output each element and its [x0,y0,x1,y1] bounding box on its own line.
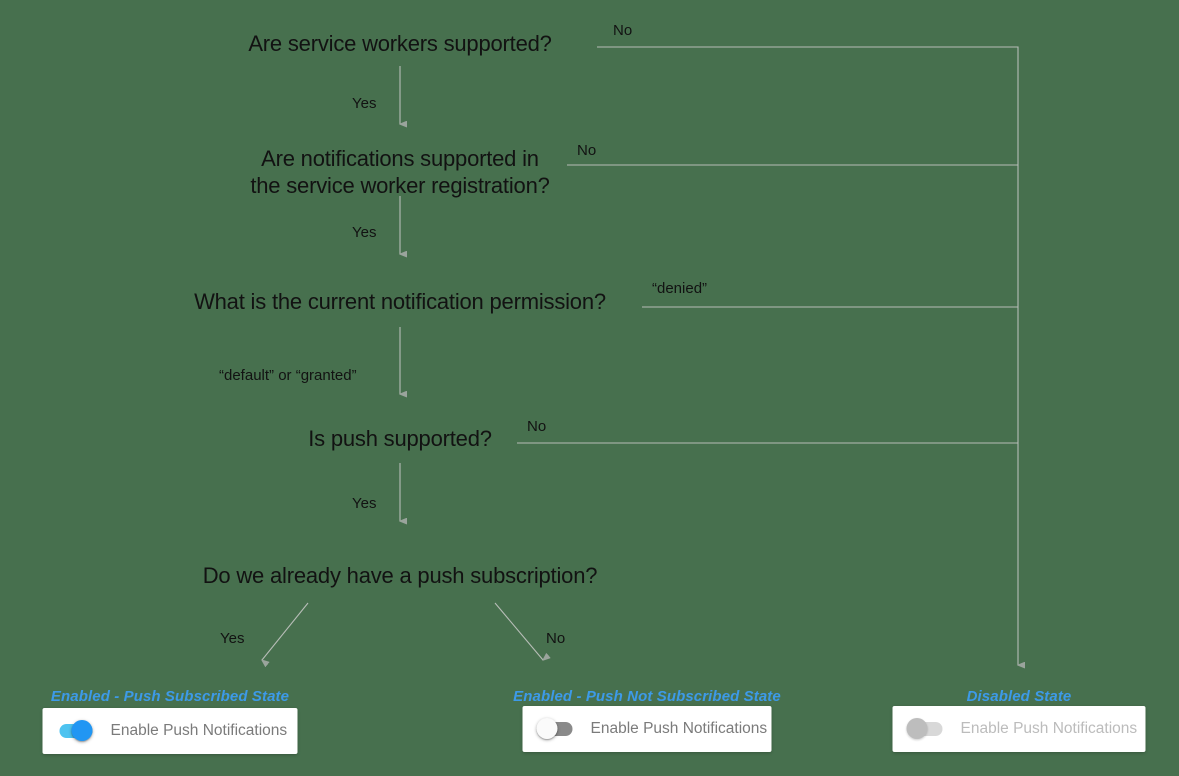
edge-service-workers-no [597,46,1026,669]
node-notifications-supported: Are notifications supported in the servi… [250,146,550,198]
edge-label-permission-denied: “denied” [652,280,708,297]
toggle-knob [906,718,928,739]
outcome-card-disabled: Enable Push Notifications [892,706,1146,752]
node-push-subscription: Do we already have a push subscription? [202,563,598,588]
edge-label-service-workers-no: No [613,22,633,39]
edge-subscription-yes [261,602,309,668]
edge-subscription-no [494,602,551,661]
push-toggle-label: Enable Push Notifications [590,720,768,737]
toggle-knob [71,720,93,741]
push-toggle-subscribed[interactable] [57,720,95,742]
push-toggle-label: Enable Push Notifications [960,720,1138,737]
edge-label-subscription-yes: Yes [220,630,245,647]
edge-label-notifications-no: No [577,142,597,159]
toggle-knob [536,718,558,739]
edge-label-notifications-yes: Yes [352,224,377,241]
node-notification-permission: What is the current notification permiss… [194,289,606,314]
state-label-disabled: Disabled State [966,688,1072,705]
edge-label-subscription-no: No [546,630,566,647]
outcome-card-push-subscribed[interactable]: Enable Push Notifications [42,708,298,754]
edge-label-permission-default: “default” or “granted” [219,367,357,384]
state-label-push-not-subscribed: Enabled - Push Not Subscribed State [513,688,781,705]
push-toggle-disabled [906,718,945,740]
push-toggle-not-subscribed[interactable] [536,718,575,740]
edge-label-push-yes: Yes [352,495,377,512]
push-toggle-label: Enable Push Notifications [110,722,288,739]
edge-label-push-no: No [527,418,547,435]
node-push-supported: Is push supported? [308,426,492,451]
node-service-workers: Are service workers supported? [248,31,552,56]
edge-label-service-workers-yes: Yes [352,95,377,112]
outcome-card-push-not-subscribed[interactable]: Enable Push Notifications [522,706,772,752]
state-label-push-subscribed: Enabled - Push Subscribed State [50,688,290,705]
